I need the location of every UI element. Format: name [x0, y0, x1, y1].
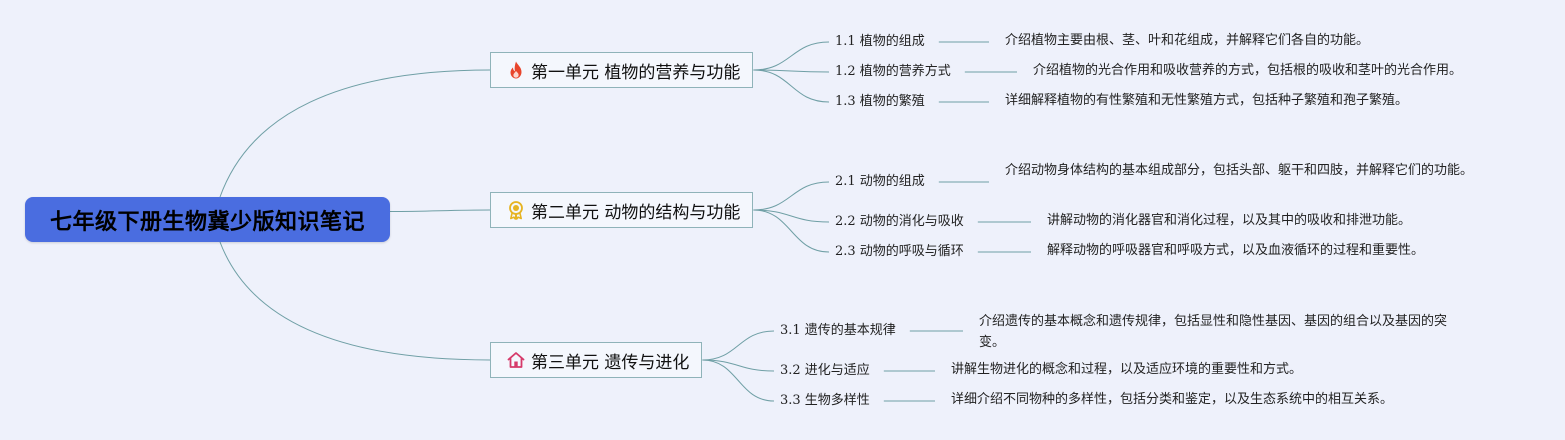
flame-icon	[505, 59, 527, 81]
topic-2-2[interactable]: 2.2 动物的消化与吸收	[835, 214, 964, 229]
topic-description-3-3: 详细介绍不同物种的多样性，包括分类和鉴定，以及生态系统中的相互关系。	[951, 392, 1394, 407]
connector-unit-2-topic-2	[753, 209, 830, 223]
connector-unit-1-topic-1	[753, 41, 830, 71]
connector-unit-1-topic-2	[753, 69, 830, 73]
connector-unit-3-topic-1	[702, 330, 775, 361]
topic-description-1-3: 详细解释植物的有性繁殖和无性繁殖方式，包括种子繁殖和孢子繁殖。	[1005, 93, 1409, 108]
topic-description-2-2: 讲解动物的消化器官和消化过程，以及其中的吸收和排泄功能。	[1047, 213, 1412, 228]
topic-description-3-1: 介绍遗传的基本概念和遗传规律，包括显性和隐性基因、基因的组合以及基因的突变。	[979, 314, 1448, 350]
connector-root-unit-1	[219, 69, 491, 198]
unit-label-1: 第一单元 植物的营养与功能	[531, 62, 741, 83]
connector-unit-3-topic-2	[702, 359, 775, 372]
root-node[interactable]: 七年级下册生物冀少版知识笔记	[25, 197, 390, 242]
connector-unit-1-topic-3	[753, 69, 830, 103]
unit-node-1[interactable]: 第一单元 植物的营养与功能	[490, 52, 754, 88]
award-ribbon-icon	[505, 199, 527, 221]
topic-description-1-2: 介绍植物的光合作用和吸收营养的方式，包括根的吸收和茎叶的光合作用。	[1033, 63, 1463, 78]
topic-2-1[interactable]: 2.1 动物的组成	[835, 174, 925, 189]
topic-3-2[interactable]: 3.2 进化与适应	[780, 363, 870, 378]
topic-description-3-2: 讲解生物进化的概念和过程，以及适应环境的重要性和方式。	[951, 362, 1303, 377]
topic-1-1[interactable]: 1.1 植物的组成	[835, 34, 925, 49]
connector-unit-2-topic-3	[753, 209, 830, 253]
connector-unit-3-topic-3	[702, 359, 775, 402]
root-title: 七年级下册生物冀少版知识笔记	[49, 209, 365, 235]
home-icon	[505, 349, 527, 371]
topic-description-1-1: 介绍植物主要由根、茎、叶和花组成，并解释它们各自的功能。	[1005, 33, 1370, 48]
connector-root-unit-3	[219, 241, 491, 361]
unit-node-3[interactable]: 第三单元 遗传与进化	[490, 342, 703, 378]
topic-2-3[interactable]: 2.3 动物的呼吸与循环	[835, 244, 964, 259]
topic-1-3[interactable]: 1.3 植物的繁殖	[835, 94, 925, 109]
topic-1-2[interactable]: 1.2 植物的营养方式	[835, 64, 951, 79]
unit-label-3: 第三单元 遗传与进化	[531, 352, 690, 373]
connector-unit-2-topic-1	[753, 181, 830, 211]
topic-3-1[interactable]: 3.1 遗传的基本规律	[780, 323, 896, 338]
unit-node-2[interactable]: 第二单元 动物的结构与功能	[490, 192, 754, 228]
topic-description-2-1: 介绍动物身体结构的基本组成部分，包括头部、躯干和四肢，并解释它们的功能。	[1005, 163, 1474, 178]
unit-label-2: 第二单元 动物的结构与功能	[531, 202, 741, 223]
topic-description-2-3: 解释动物的呼吸器官和呼吸方式，以及血液循环的过程和重要性。	[1047, 243, 1425, 258]
topic-3-3[interactable]: 3.3 生物多样性	[780, 393, 870, 408]
connector-root-unit-2	[389, 209, 491, 212]
